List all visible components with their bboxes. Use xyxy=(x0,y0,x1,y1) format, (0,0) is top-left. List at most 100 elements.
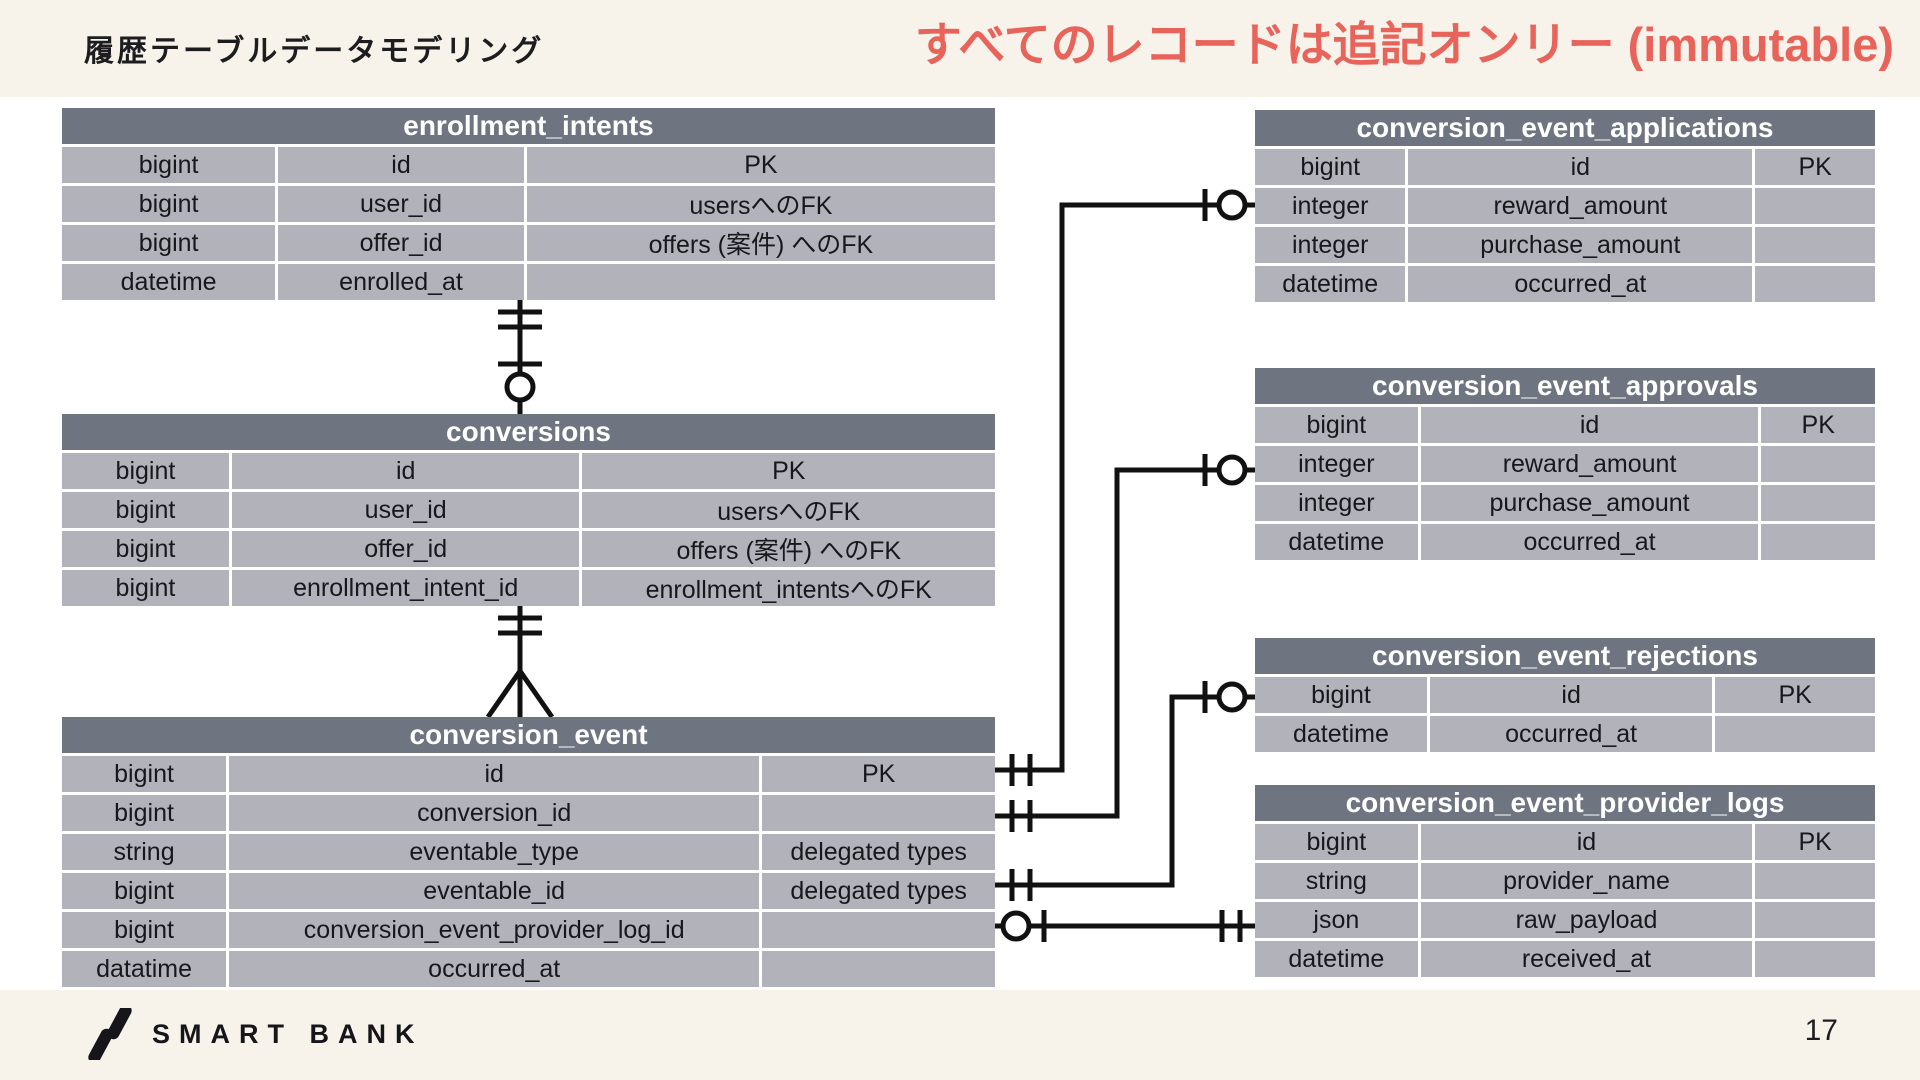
cell-conversion_event-r5-c1: occurred_at xyxy=(229,951,760,987)
cell-conversion_event_provider_logs-r3-c1: received_at xyxy=(1420,941,1753,977)
cell-conversion_event_applications-r2-c2 xyxy=(1755,227,1875,263)
brand-footer: SMART BANK xyxy=(84,1008,424,1060)
cell-conversion_event_applications-r3-c0: datetime xyxy=(1255,266,1406,302)
table-title: conversions xyxy=(62,414,995,450)
cell-conversion_event_approvals-r0-c2: PK xyxy=(1761,407,1875,443)
cell-conversion_event-r3-c2: delegated types xyxy=(762,873,995,909)
table-title: conversion_event_applications xyxy=(1255,110,1875,146)
cell-conversion_event_provider_logs-r0-c2: PK xyxy=(1755,824,1875,860)
page-number: 17 xyxy=(1804,1014,1838,1047)
cell-conversion_event-r0-c0: bigint xyxy=(62,756,227,792)
cell-conversions-r0-c0: bigint xyxy=(62,453,229,489)
cell-conversions-r3-c1: enrollment_intent_id xyxy=(231,570,580,606)
cell-conversion_event_rejections-r1-c2 xyxy=(1715,716,1875,752)
cell-conversion_event_applications-r3-c2 xyxy=(1755,266,1875,302)
cell-conversions-r2-c0: bigint xyxy=(62,531,229,567)
cell-conversion_event_rejections-r0-c1: id xyxy=(1429,677,1713,713)
cell-conversion_event_applications-r2-c1: purchase_amount xyxy=(1408,227,1753,263)
cell-enrollment_intents-r3-c0: datetime xyxy=(62,264,276,300)
cell-enrollment_intents-r1-c2: usersへのFK xyxy=(526,186,995,222)
cell-conversion_event_provider_logs-r3-c2 xyxy=(1755,941,1875,977)
cell-conversions-r2-c2: offers (案件) へのFK xyxy=(582,531,995,567)
cell-conversion_event_applications-r1-c2 xyxy=(1755,188,1875,224)
cell-conversion_event_approvals-r3-c2 xyxy=(1761,524,1875,560)
table-title: conversion_event_provider_logs xyxy=(1255,785,1875,821)
cell-conversion_event_applications-r2-c0: integer xyxy=(1255,227,1406,263)
table-title: conversion_event_rejections xyxy=(1255,638,1875,674)
cell-conversion_event_approvals-r2-c0: integer xyxy=(1255,485,1418,521)
cell-conversion_event-r1-c2 xyxy=(762,795,995,831)
cell-conversion_event_applications-r0-c1: id xyxy=(1408,149,1753,185)
cell-conversion_event_applications-r0-c2: PK xyxy=(1755,149,1875,185)
cell-conversion_event-r3-c1: eventable_id xyxy=(229,873,760,909)
table-title: conversion_event xyxy=(62,717,995,753)
cell-conversion_event_rejections-r0-c0: bigint xyxy=(1255,677,1427,713)
cell-conversion_event-r2-c2: delegated types xyxy=(762,834,995,870)
cell-conversion_event_approvals-r3-c0: datetime xyxy=(1255,524,1418,560)
headline: すべてのレコードは追記オンリー (immutable) xyxy=(914,18,1894,71)
cell-conversion_event_provider_logs-r1-c0: string xyxy=(1255,863,1418,899)
cell-conversion_event_rejections-r0-c2: PK xyxy=(1715,677,1875,713)
cell-conversion_event-r5-c2 xyxy=(762,951,995,987)
table-title: conversion_event_approvals xyxy=(1255,368,1875,404)
cell-conversion_event-r1-c0: bigint xyxy=(62,795,227,831)
cell-conversion_event_applications-r3-c1: occurred_at xyxy=(1408,266,1753,302)
cell-conversion_event_provider_logs-r0-c0: bigint xyxy=(1255,824,1418,860)
cell-enrollment_intents-r0-c0: bigint xyxy=(62,147,276,183)
cell-enrollment_intents-r2-c2: offers (案件) へのFK xyxy=(526,225,995,261)
table-title: enrollment_intents xyxy=(62,108,995,144)
cell-conversions-r0-c1: id xyxy=(231,453,580,489)
cell-conversion_event-r2-c1: eventable_type xyxy=(229,834,760,870)
cell-conversion_event-r0-c1: id xyxy=(229,756,760,792)
cell-conversion_event_rejections-r1-c1: occurred_at xyxy=(1429,716,1713,752)
cell-conversion_event-r2-c0: string xyxy=(62,834,227,870)
cell-conversion_event_approvals-r3-c1: occurred_at xyxy=(1420,524,1759,560)
page-title: 履歴テーブルデータモデリング xyxy=(84,35,545,68)
cell-enrollment_intents-r0-c2: PK xyxy=(526,147,995,183)
cell-conversion_event_approvals-r1-c0: integer xyxy=(1255,446,1418,482)
cell-conversion_event_applications-r1-c0: integer xyxy=(1255,188,1406,224)
cell-enrollment_intents-r3-c2 xyxy=(526,264,995,300)
cell-conversions-r3-c2: enrollment_intentsへのFK xyxy=(582,570,995,606)
cell-enrollment_intents-r3-c1: enrolled_at xyxy=(278,264,524,300)
cell-conversion_event_approvals-r0-c1: id xyxy=(1420,407,1759,443)
cell-conversion_event_provider_logs-r1-c1: provider_name xyxy=(1420,863,1753,899)
cell-conversion_event_approvals-r1-c2 xyxy=(1761,446,1875,482)
cell-conversions-r1-c1: user_id xyxy=(231,492,580,528)
cell-conversions-r3-c0: bigint xyxy=(62,570,229,606)
cell-conversion_event_applications-r1-c1: reward_amount xyxy=(1408,188,1753,224)
cell-conversion_event_rejections-r1-c0: datetime xyxy=(1255,716,1427,752)
cell-conversion_event-r3-c0: bigint xyxy=(62,873,227,909)
cell-conversion_event_applications-r0-c0: bigint xyxy=(1255,149,1406,185)
cell-conversion_event-r4-c2 xyxy=(762,912,995,948)
cell-enrollment_intents-r1-c1: user_id xyxy=(278,186,524,222)
cell-conversion_event_provider_logs-r2-c1: raw_payload xyxy=(1420,902,1753,938)
cell-enrollment_intents-r1-c0: bigint xyxy=(62,186,276,222)
cell-conversions-r1-c2: usersへのFK xyxy=(582,492,995,528)
cell-conversion_event_provider_logs-r2-c0: json xyxy=(1255,902,1418,938)
smartbank-logo-icon xyxy=(88,1008,132,1060)
cell-conversion_event_provider_logs-r2-c2 xyxy=(1755,902,1875,938)
cell-conversion_event_provider_logs-r0-c1: id xyxy=(1420,824,1753,860)
cell-conversion_event_provider_logs-r1-c2 xyxy=(1755,863,1875,899)
cell-conversion_event_approvals-r1-c1: reward_amount xyxy=(1420,446,1759,482)
cell-conversions-r1-c0: bigint xyxy=(62,492,229,528)
cell-conversion_event-r4-c1: conversion_event_provider_log_id xyxy=(229,912,760,948)
cell-enrollment_intents-r2-c1: offer_id xyxy=(278,225,524,261)
cell-enrollment_intents-r0-c1: id xyxy=(278,147,524,183)
cell-conversion_event_provider_logs-r3-c0: datetime xyxy=(1255,941,1418,977)
cell-enrollment_intents-r2-c0: bigint xyxy=(62,225,276,261)
cell-conversion_event-r0-c2: PK xyxy=(762,756,995,792)
cell-conversion_event-r1-c1: conversion_id xyxy=(229,795,760,831)
cell-conversion_event_approvals-r0-c0: bigint xyxy=(1255,407,1418,443)
brand-name: SMART BANK xyxy=(152,1018,424,1049)
cell-conversion_event_approvals-r2-c2 xyxy=(1761,485,1875,521)
cell-conversion_event-r5-c0: datatime xyxy=(62,951,227,987)
